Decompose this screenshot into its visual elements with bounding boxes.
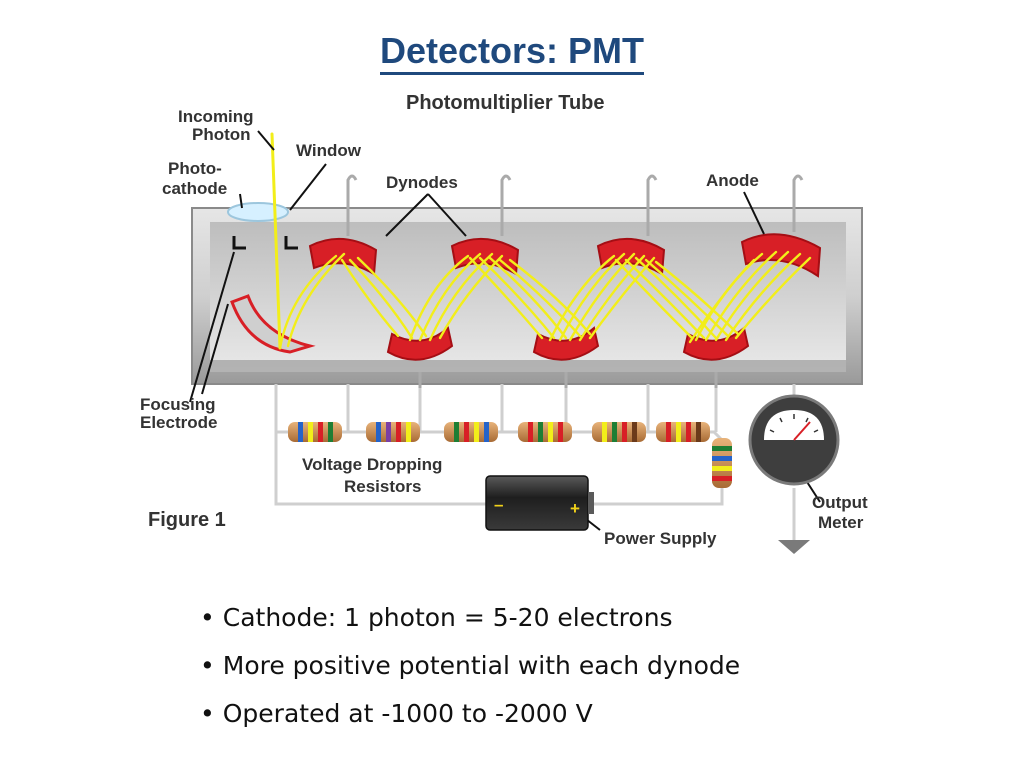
slide-title-text: Detectors: PMT <box>379 30 645 75</box>
label-window: Window <box>296 141 362 160</box>
pmt-diagram-svg: Photomultiplier Tube <box>140 92 868 554</box>
bullet-item: Cathode: 1 photon = 5-20 electrons <box>200 596 960 644</box>
electron-beams <box>270 132 812 350</box>
label-output-meter-line1: Output <box>812 493 868 512</box>
battery-icon: – + <box>485 475 594 531</box>
label-incoming-photon-line1: Incoming <box>178 107 254 126</box>
bullet-item: Operated at -1000 to -2000 V <box>200 692 960 740</box>
label-output-meter-line2: Meter <box>818 513 864 532</box>
label-dynodes: Dynodes <box>386 173 458 192</box>
battery-minus: – <box>494 495 503 514</box>
figure-title: Photomultiplier Tube <box>406 92 605 114</box>
output-meter-icon <box>748 394 840 486</box>
wiring <box>274 384 796 540</box>
leader-lines <box>189 130 821 531</box>
bullet-item: More positive potential with each dynode <box>200 644 960 692</box>
label-voltage-dropping-line1: Voltage Dropping <box>302 455 442 474</box>
slide-title: Detectors: PMT <box>0 30 1024 75</box>
resistor <box>518 422 572 442</box>
label-power-supply: Power Supply <box>604 529 717 548</box>
battery-plus: + <box>570 499 580 518</box>
window-icon <box>227 202 289 222</box>
focusing-electrode <box>230 294 316 354</box>
figure-caption: Figure 1 <box>148 509 226 531</box>
label-focusing-electrode-line1: Focusing <box>140 395 216 414</box>
resistor <box>288 422 342 442</box>
dynode-pins <box>346 174 804 388</box>
resistor <box>592 422 646 442</box>
voltage-dropping-resistors <box>288 422 732 488</box>
ground-icon <box>778 540 810 554</box>
resistor <box>444 422 498 442</box>
resistor <box>366 422 420 442</box>
label-photocathode-line2: cathode <box>162 179 227 198</box>
resistor <box>656 422 710 442</box>
label-voltage-dropping-line2: Resistors <box>344 477 421 496</box>
label-focusing-electrode-line2: Electrode <box>140 413 217 432</box>
label-incoming-photon-line2: Photon <box>192 125 251 144</box>
bullet-list: Cathode: 1 photon = 5-20 electrons More … <box>200 596 960 740</box>
label-photocathode-line1: Photo- <box>168 159 222 178</box>
incoming-photon-beam <box>270 132 282 350</box>
dynodes-bottom <box>386 326 750 361</box>
label-anode: Anode <box>706 171 759 190</box>
resistor <box>712 438 732 488</box>
photocathode-marker <box>232 236 298 250</box>
pmt-diagram: Photomultiplier Tube <box>130 84 870 574</box>
